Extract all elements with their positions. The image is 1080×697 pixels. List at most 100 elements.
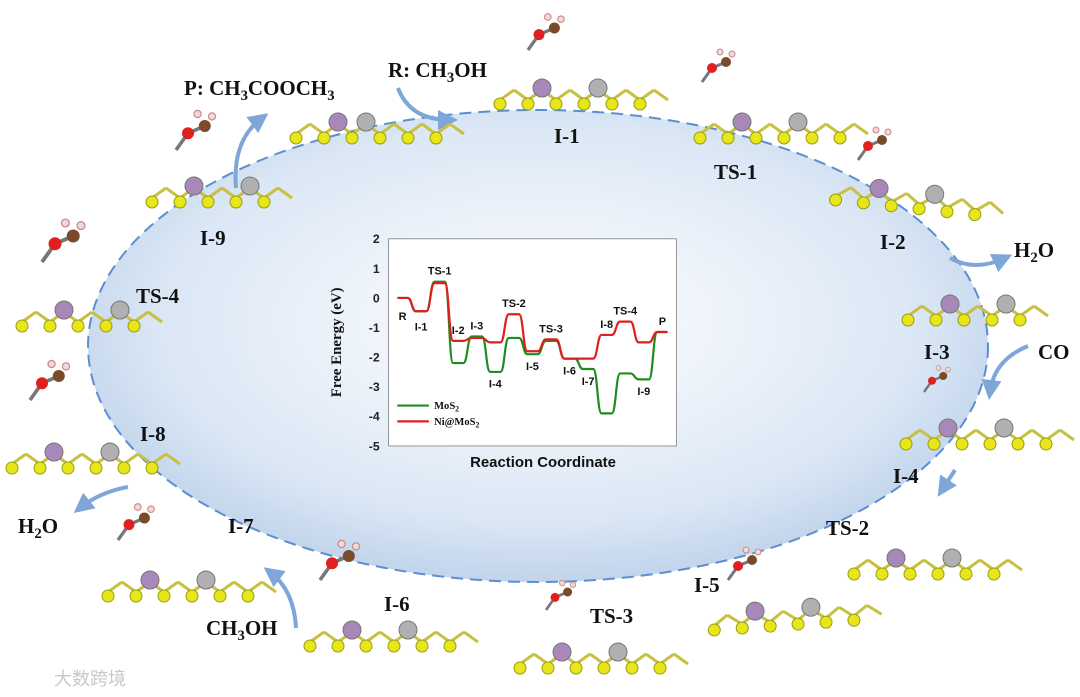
mos2-slab (901, 294, 1049, 327)
mo-atom (745, 601, 765, 621)
y-tick-label: -4 (369, 410, 380, 424)
ni-atom (942, 548, 962, 568)
state-label: TS-1 (428, 266, 452, 278)
s-atom (987, 567, 1001, 581)
h2o-out-left-label: H2O (18, 514, 59, 543)
bond (673, 652, 689, 666)
product-label: P: CH3COOCH3 (184, 76, 335, 105)
h-atom (557, 15, 565, 24)
s-atom (101, 589, 115, 603)
s-atom (833, 131, 847, 145)
s-atom (213, 589, 227, 603)
mos2-slab (15, 300, 163, 333)
s-atom (201, 195, 215, 209)
h-atom (543, 13, 552, 21)
s-atom (43, 319, 57, 333)
h-atom (872, 126, 880, 134)
mos2-slab (493, 78, 669, 111)
bond (1007, 558, 1023, 572)
s-atom (777, 131, 791, 145)
label-i4: I-4 (893, 464, 919, 488)
adsorbate-molecule (856, 126, 892, 161)
h-atom (884, 128, 892, 136)
adsorbate-molecule (544, 579, 577, 611)
h-atom (559, 579, 566, 587)
s-atom (959, 567, 973, 581)
mo-atom (328, 112, 348, 132)
label-ts3: TS-3 (590, 604, 634, 628)
o-atom (928, 376, 936, 385)
o-atom (36, 377, 48, 390)
ni-atom (356, 112, 376, 132)
bond (989, 201, 1005, 215)
mo-atom (44, 442, 64, 462)
s-atom (912, 202, 926, 216)
c-atom (877, 135, 887, 145)
s-atom (749, 131, 763, 145)
x-axis-label: Reaction Coordinate (470, 454, 616, 467)
s-atom (875, 567, 889, 581)
h-atom (47, 359, 56, 369)
reactant-label: R: CH3OH (388, 58, 487, 87)
mos2-slab (303, 620, 479, 653)
s-atom (373, 131, 387, 145)
s-atom (1013, 313, 1027, 327)
c-atom (198, 120, 211, 132)
mo-atom (532, 78, 552, 98)
y-tick-label: -1 (369, 321, 380, 335)
mos2-slab (899, 418, 1075, 451)
s-atom (805, 131, 819, 145)
mo-atom (342, 620, 362, 640)
s-atom (901, 313, 915, 327)
s-atom (401, 131, 415, 145)
state-label: I-3 (470, 320, 483, 332)
s-atom (903, 567, 917, 581)
label-ts4: TS-4 (136, 284, 180, 308)
adsorbate-molecule (526, 13, 565, 51)
s-atom (597, 661, 611, 675)
h-atom (716, 48, 724, 56)
atomic-structures (5, 13, 1075, 675)
s-atom (884, 199, 898, 213)
s-atom (387, 639, 401, 653)
s-atom (145, 195, 159, 209)
y-tick-label: 2 (373, 232, 380, 246)
s-atom (625, 661, 639, 675)
s-atom (929, 313, 943, 327)
adsorbate-molecule (116, 503, 155, 541)
s-atom (257, 195, 271, 209)
s-atom (493, 97, 507, 111)
s-atom (185, 589, 199, 603)
adsorbate-molecule (923, 365, 951, 393)
s-atom (61, 461, 75, 475)
y-tick-label: -5 (369, 439, 380, 453)
bond (866, 604, 883, 616)
mos2-slab (101, 570, 277, 603)
s-atom (653, 661, 667, 675)
s-atom (707, 623, 721, 637)
ni-atom (240, 176, 260, 196)
h-atom (60, 218, 70, 228)
adsorbate-molecule (726, 546, 762, 581)
label-i9: I-9 (200, 226, 226, 250)
s-atom (931, 567, 945, 581)
state-label: I-8 (600, 319, 613, 331)
s-atom (633, 97, 647, 111)
label-ts2: TS-2 (826, 516, 870, 540)
s-atom (129, 589, 143, 603)
bond (261, 580, 277, 594)
ni-atom (588, 78, 608, 98)
ch3oh-arrow (263, 567, 298, 629)
s-atom (89, 461, 103, 475)
h-atom (61, 362, 71, 371)
y-tick-label: 1 (373, 262, 380, 276)
s-atom (541, 661, 555, 675)
s-atom (331, 639, 345, 653)
s-atom (15, 319, 29, 333)
h-atom (945, 366, 951, 373)
s-atom (985, 313, 999, 327)
mos2-slab (5, 442, 181, 475)
o-atom (182, 127, 194, 140)
c-atom (342, 550, 355, 562)
